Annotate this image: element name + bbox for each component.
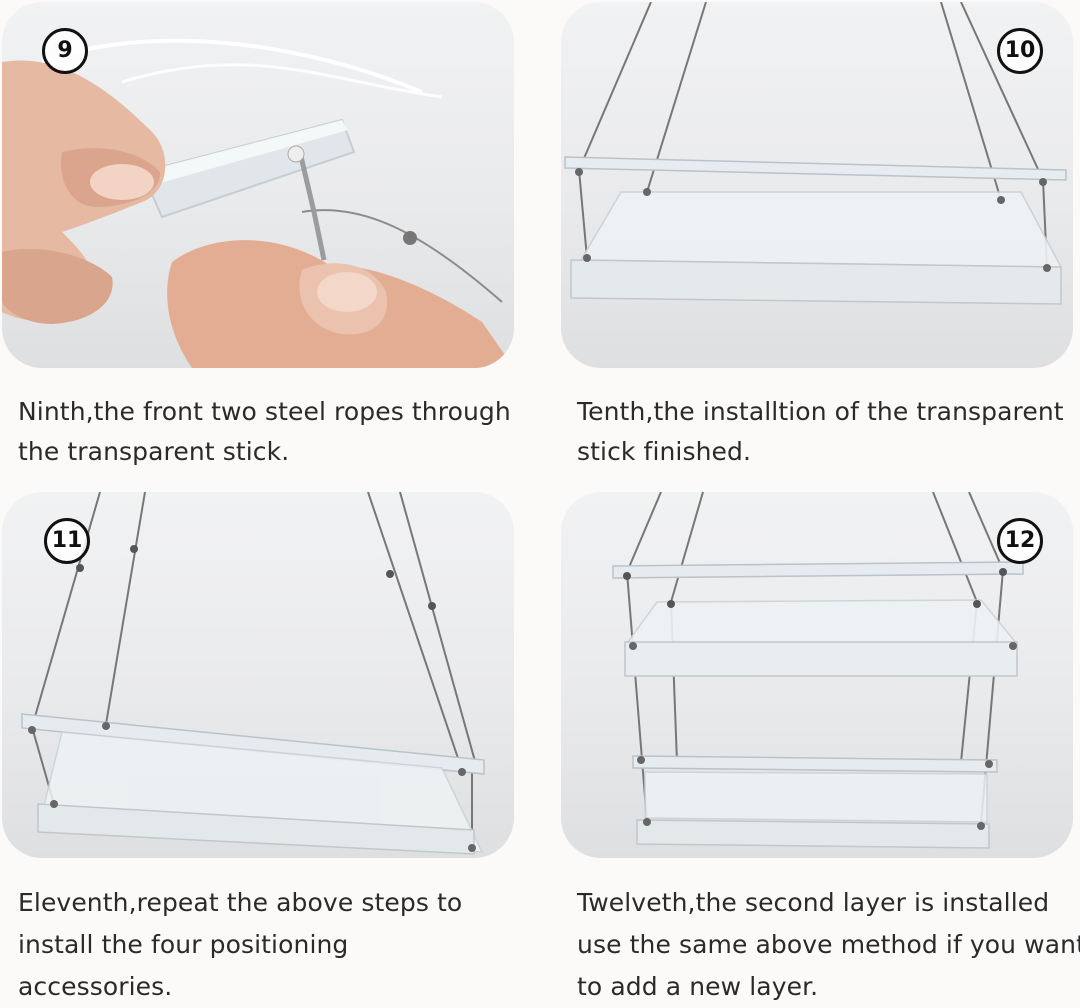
step-12-illustration xyxy=(612,492,1024,849)
step-12-panel: 12 Twelveth,the second layer is installe… xyxy=(561,492,1080,1008)
caption-line: stick finished. xyxy=(577,437,752,466)
step-9-panel: 9 Ninth,the front two steel ropes throug… xyxy=(2,2,514,472)
caption-line: use the same above method if you want xyxy=(577,930,1080,959)
step-9-badge: 9 xyxy=(42,28,88,74)
step-12-photo: 12 xyxy=(561,492,1073,858)
step-10-badge: 10 xyxy=(997,28,1043,74)
step-10-panel: 10 Tenth,the installtion of the transpar… xyxy=(561,2,1073,472)
step-11-illustration xyxy=(21,492,485,855)
step-9-caption: Ninth,the front two steel ropes through … xyxy=(2,392,514,472)
step-12-badge: 12 xyxy=(997,518,1043,564)
caption-line: Twelveth,the second layer is installed xyxy=(577,888,1050,917)
step-10-illustration xyxy=(564,2,1067,305)
step-9-photo: 9 xyxy=(2,2,514,368)
step-10-caption: Tenth,the installtion of the transparent… xyxy=(561,392,1073,472)
step-11-panel: 11 Eleventh,repeat the above steps to in… xyxy=(2,492,514,1008)
caption-line: to add a new layer. xyxy=(577,972,819,1001)
caption-line: accessories. xyxy=(18,972,173,1001)
caption-line: Ninth,the front two steel ropes through xyxy=(18,397,511,426)
step-11-photo: 11 xyxy=(2,492,514,858)
step-11-caption: Eleventh,repeat the above steps to insta… xyxy=(2,882,514,1008)
step-12-caption: Twelveth,the second layer is installed u… xyxy=(561,882,1080,1008)
caption-line: the transparent stick. xyxy=(18,437,290,466)
caption-line: install the four positioning xyxy=(18,930,349,959)
step-10-photo: 10 xyxy=(561,2,1073,368)
caption-line: Eleventh,repeat the above steps to xyxy=(18,888,463,917)
step-11-badge: 11 xyxy=(44,518,90,564)
step-9-illustration xyxy=(2,38,514,368)
caption-line: Tenth,the installtion of the transparent xyxy=(577,397,1064,426)
